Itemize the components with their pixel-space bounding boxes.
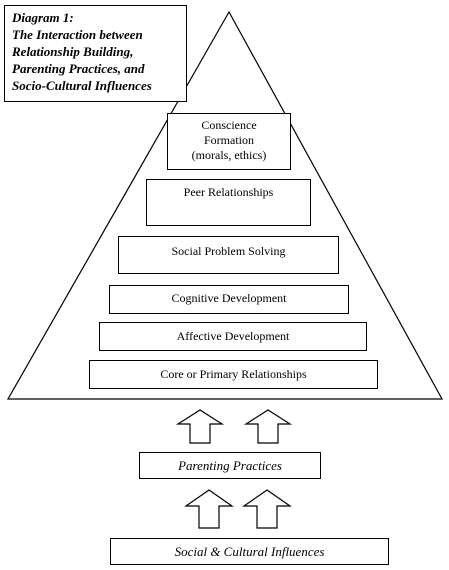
level-conscience-line-3: (morals, ethics)	[191, 148, 267, 162]
level-peer-relationships: Peer Relationships	[146, 179, 311, 226]
title-line-5: Socio-Cultural Influences	[12, 78, 152, 93]
level-cognitive-label: Cognitive Development	[171, 291, 287, 305]
parenting-practices-label: Parenting Practices	[178, 458, 282, 473]
parenting-practices-box: Parenting Practices	[139, 452, 321, 479]
social-cultural-influences-box: Social & Cultural Influences	[110, 538, 389, 565]
title-line-4: Parenting Practices, and	[12, 61, 145, 76]
level-peer-label: Peer Relationships	[183, 185, 274, 199]
level-social-problem-solving: Social Problem Solving	[118, 236, 339, 274]
level-conscience-line-2: Formation	[204, 133, 254, 147]
title-line-1: Diagram 1:	[12, 10, 74, 25]
diagram-title: Diagram 1: The Interaction between Relat…	[4, 5, 187, 102]
level-conscience-formation: Conscience Formation (morals, ethics)	[167, 113, 291, 170]
level-affective-development: Affective Development	[99, 322, 367, 351]
level-social-label: Social Problem Solving	[171, 244, 286, 258]
arrow-up-2	[243, 409, 293, 444]
level-core-label: Core or Primary Relationships	[160, 367, 307, 381]
level-core-relationships: Core or Primary Relationships	[89, 360, 378, 389]
arrow-up-3	[184, 489, 234, 529]
title-line-2: The Interaction between	[12, 27, 143, 42]
arrow-up-1	[175, 409, 225, 444]
level-cognitive-development: Cognitive Development	[109, 285, 349, 314]
social-cultural-influences-label: Social & Cultural Influences	[174, 544, 325, 559]
level-affective-label: Affective Development	[176, 329, 290, 343]
arrow-up-4	[242, 489, 292, 529]
level-conscience-line-1: Conscience	[201, 118, 257, 132]
title-line-3: Relationship Building,	[12, 44, 134, 59]
